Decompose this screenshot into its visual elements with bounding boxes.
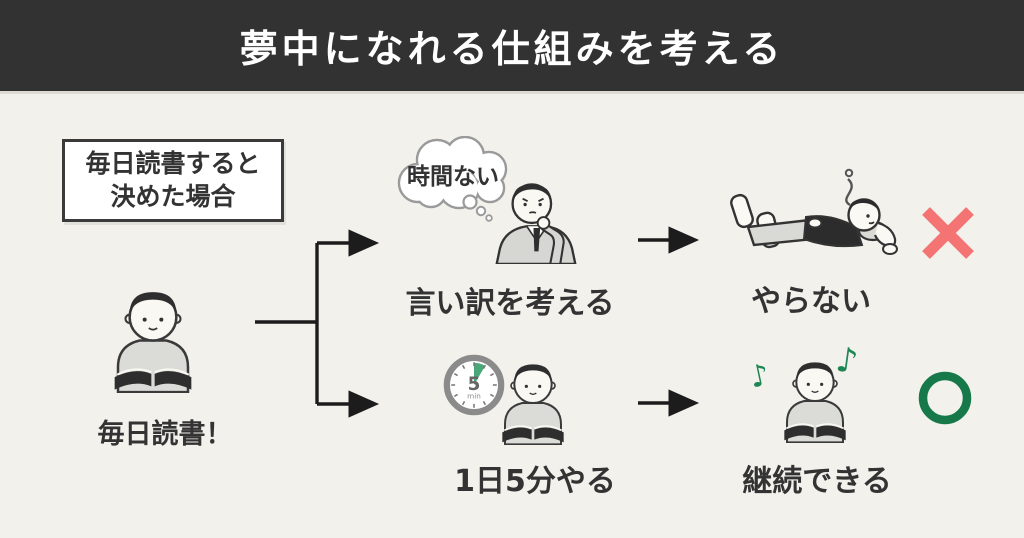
top-step2-label: やらない bbox=[751, 284, 871, 319]
condition-box: 毎日読書すると 決めた場合 bbox=[62, 139, 284, 222]
condition-line2: 決めた場合 bbox=[110, 181, 236, 211]
bottom-step2-label: 継続できる bbox=[742, 464, 892, 499]
person-reading-icon bbox=[784, 362, 846, 443]
person-lying-down-icon bbox=[730, 168, 898, 255]
timer-value: 5 bbox=[468, 374, 481, 395]
bottom-step1-label: 1日5分やる bbox=[454, 464, 616, 499]
condition-line1: 毎日読書すると bbox=[85, 149, 261, 178]
top-step1-label: 言い訳を考える bbox=[405, 286, 615, 321]
thought-bubble: 時間ない bbox=[397, 136, 508, 222]
circle-mark-icon bbox=[918, 371, 972, 425]
root-label: 毎日読書！ bbox=[97, 419, 233, 450]
five-minute-timer-icon: 5 min bbox=[443, 354, 505, 416]
title-bar: 夢中になれる仕組みを考える bbox=[0, 0, 1024, 94]
cross-mark-icon bbox=[922, 207, 974, 259]
timer-unit: min bbox=[467, 392, 481, 401]
page-title: 夢中になれる仕組みを考える bbox=[239, 27, 785, 71]
thinking-businessman-icon bbox=[495, 183, 577, 264]
thought-bubble-text: 時間ない bbox=[407, 164, 499, 190]
person-reading-icon bbox=[502, 364, 564, 445]
person-reading-icon bbox=[114, 292, 192, 393]
